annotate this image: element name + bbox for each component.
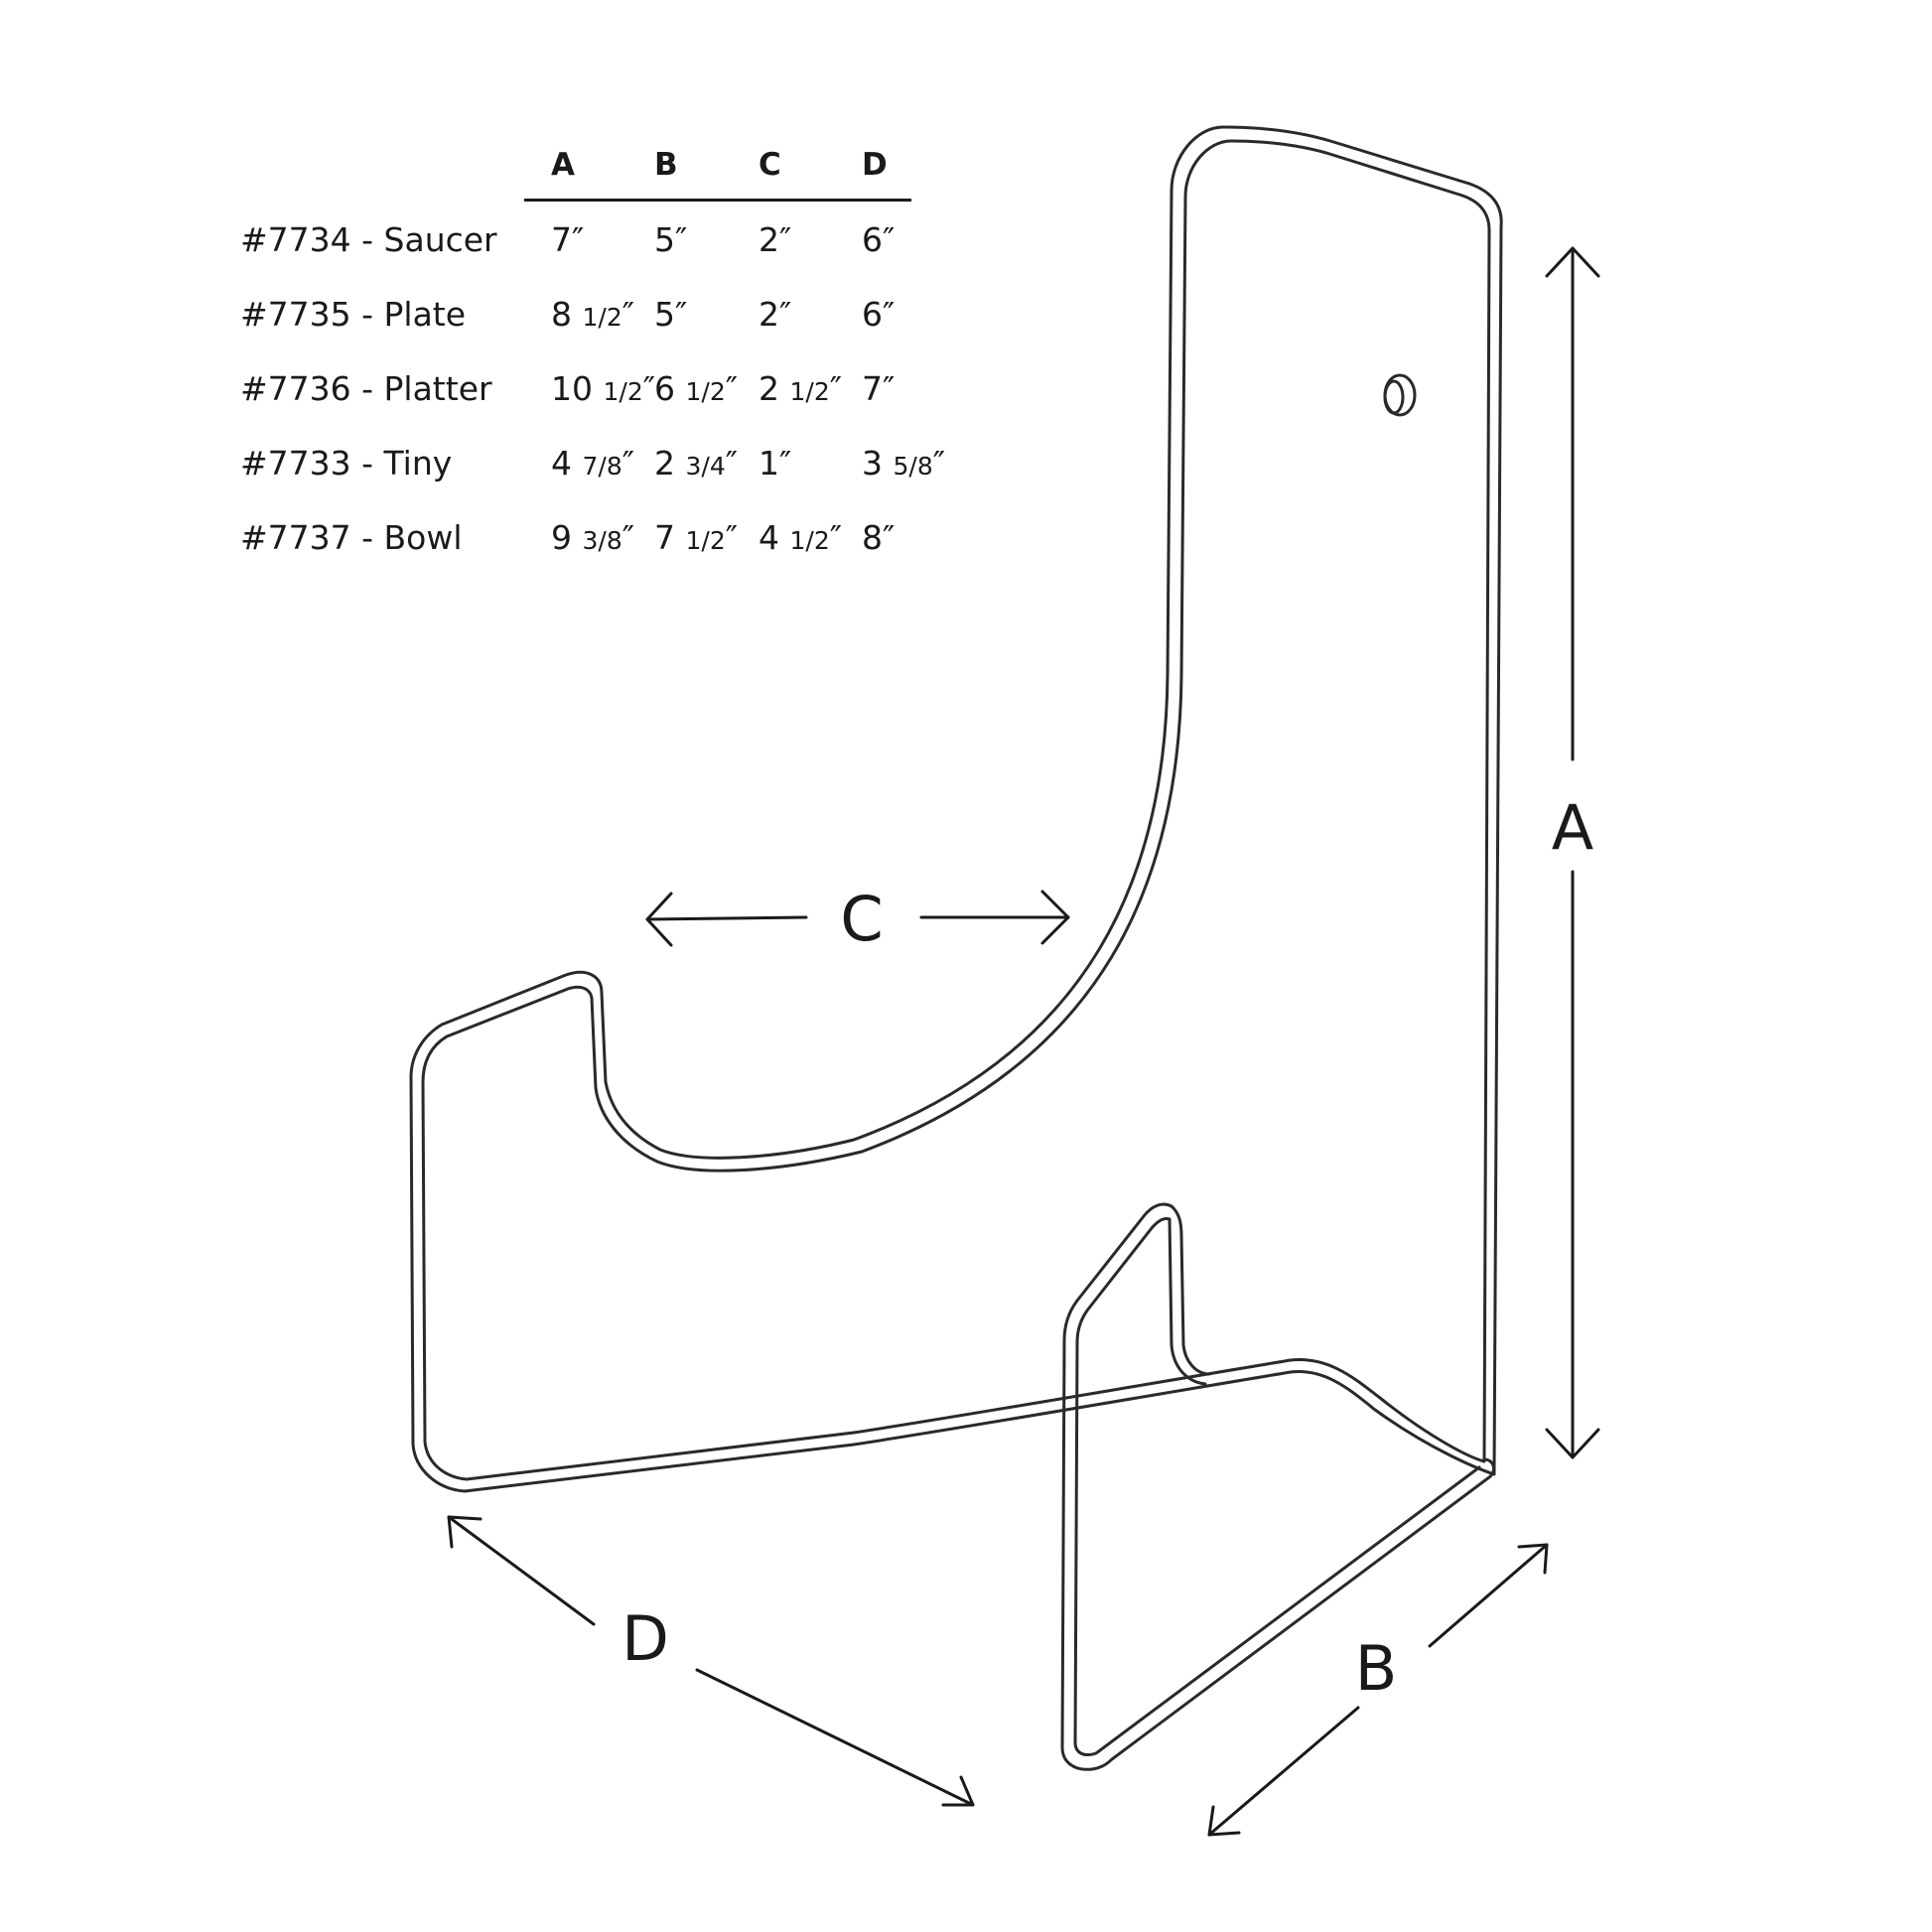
dimension-d-arrowhead-top — [447, 1515, 483, 1549]
stand-inner-edge — [421, 139, 1491, 1481]
stand-outline — [409, 125, 1503, 1493]
dimension-table: A B C D #7734 - Saucer 7″ 5″ 2″ 6″ #7735… — [0, 0, 993, 596]
value-d: 7″ — [862, 369, 896, 408]
value-d: 6″ — [862, 220, 896, 259]
header-divider — [524, 199, 911, 202]
value-b: 5″ — [654, 295, 688, 334]
table-row: #7737 - Bowl 9 3/8″ 7 1/2″ 4 1/2″ 8″ — [0, 518, 993, 578]
dimension-b-arrow-lower — [1207, 1706, 1360, 1837]
dimension-d-arrow-lower — [695, 1668, 975, 1807]
dimension-a-label: A — [1552, 791, 1593, 864]
value-b: 6 1/2″ — [654, 369, 739, 408]
value-d: 8″ — [862, 518, 896, 557]
column-header-c: C — [759, 147, 782, 183]
value-c: 2 1/2″ — [759, 369, 843, 408]
model-label: #7737 - Bowl — [240, 518, 463, 557]
mounting-hole-inner — [1383, 379, 1405, 415]
dimension-b-arrowhead-bottom — [1207, 1805, 1241, 1837]
dimension-c-arrowhead-right — [1040, 890, 1070, 945]
column-header-b: B — [654, 147, 679, 183]
model-label: #7736 - Platter — [240, 369, 492, 408]
column-header-a: A — [551, 147, 576, 183]
value-a: 4 7/8″ — [551, 444, 635, 483]
value-c: 4 1/2″ — [759, 518, 843, 557]
dimension-d-arrowhead-bottom — [941, 1775, 975, 1807]
value-c: 2″ — [759, 295, 792, 334]
column-header-d: D — [862, 147, 889, 183]
value-b: 7 1/2″ — [654, 518, 739, 557]
table-row: #7733 - Tiny 4 7/8″ 2 3/4″ 1″ 3 5/8″ — [0, 444, 993, 503]
dimension-d-arrow-upper — [447, 1515, 596, 1626]
dimension-b-arrowhead-top — [1517, 1543, 1549, 1575]
dimension-b-label: B — [1355, 1632, 1398, 1705]
model-label: #7733 - Tiny — [240, 444, 453, 483]
value-a: 8 1/2″ — [551, 295, 635, 334]
value-b: 5″ — [654, 220, 688, 259]
dimension-c-arrowhead-left — [645, 892, 673, 947]
dimension-b-arrow-upper — [1428, 1543, 1549, 1648]
table-row: #7734 - Saucer 7″ 5″ 2″ 6″ — [0, 220, 993, 280]
leg-slot — [1170, 1204, 1211, 1376]
dimension-c-arrow-left — [645, 915, 808, 921]
value-c: 2″ — [759, 220, 792, 259]
table-row: #7736 - Platter 10 1/2″ 6 1/2″ 2 1/2″ 7″ — [0, 369, 993, 429]
support-leg — [1060, 1202, 1496, 1771]
value-a: 9 3/8″ — [551, 518, 635, 557]
dimension-a-arrowhead-top — [1545, 246, 1600, 278]
value-c: 1″ — [759, 444, 792, 483]
model-label: #7734 - Saucer — [240, 220, 497, 259]
leg-slot-inner — [1168, 1217, 1207, 1386]
value-d: 6″ — [862, 295, 896, 334]
value-a: 7″ — [551, 220, 585, 259]
value-b: 2 3/4″ — [654, 444, 739, 483]
value-a: 10 1/2″ — [551, 369, 656, 408]
value-d: 3 5/8″ — [862, 444, 946, 483]
dimension-c-label: C — [840, 883, 883, 955]
support-leg-inner — [1073, 1217, 1481, 1757]
model-label: #7735 - Plate — [240, 295, 467, 334]
table-row: #7735 - Plate 8 1/2″ 5″ 2″ 6″ — [0, 295, 993, 354]
dimension-d-label: D — [621, 1602, 669, 1675]
dimension-a-arrowhead-bottom — [1545, 1428, 1600, 1459]
